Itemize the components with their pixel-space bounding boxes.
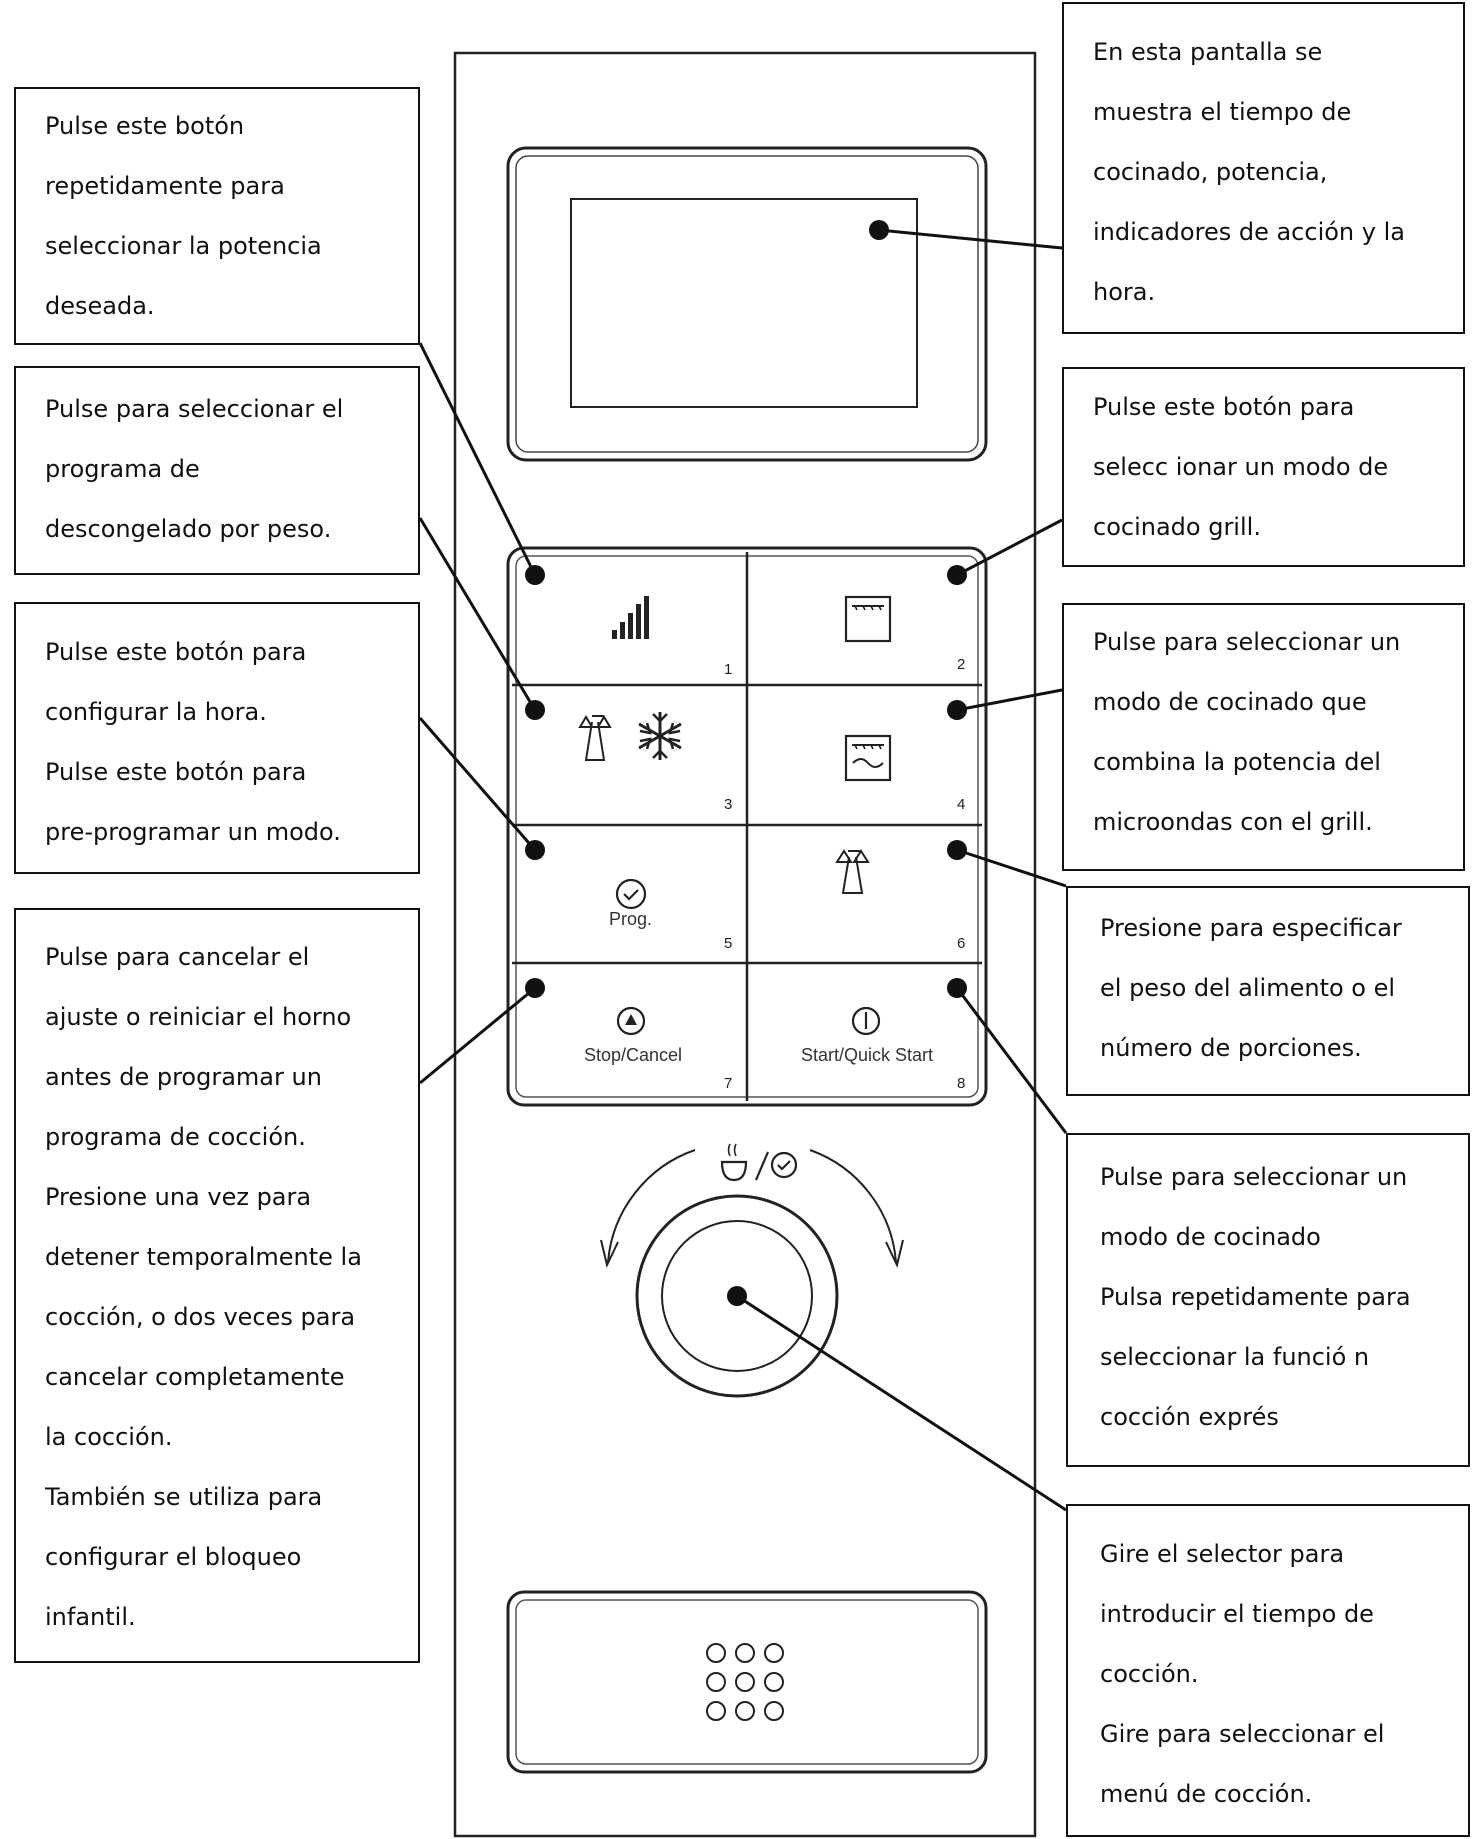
start-quick-start-label: Start/Quick Start bbox=[801, 1045, 934, 1065]
stop-cancel-label: Stop/Cancel bbox=[584, 1045, 683, 1065]
callout-line: cancelar completamente bbox=[45, 1363, 345, 1391]
clock-icon bbox=[615, 878, 647, 910]
callout-line: Pulse para seleccionar el bbox=[45, 395, 344, 423]
callout-line: Pulsa repetidamente para bbox=[1100, 1283, 1411, 1311]
callout-start: Pulse para seleccionar un modo de cocinad… bbox=[1066, 1133, 1470, 1467]
callout-line: Presione una vez para bbox=[45, 1183, 312, 1211]
callout-line: seleccionar la potencia bbox=[45, 232, 322, 260]
callout-line: combina la potencia del bbox=[1093, 748, 1381, 776]
callout-line: modo de cocinado bbox=[1100, 1223, 1321, 1251]
start-quick-start-button[interactable] bbox=[747, 963, 978, 1097]
food-clock-icon bbox=[720, 1143, 798, 1182]
weight-button[interactable] bbox=[747, 825, 978, 963]
callout-line: cocción. bbox=[1100, 1660, 1199, 1688]
combi-icon bbox=[844, 734, 892, 782]
door-release-button[interactable] bbox=[508, 1592, 986, 1772]
callout-line: introducir el tiempo de bbox=[1100, 1600, 1374, 1628]
callout-line: Pulse para cancelar el bbox=[45, 943, 310, 971]
weight-icon bbox=[835, 849, 870, 894]
callout-display: En esta pantalla se muestra el tiempo de c… bbox=[1062, 2, 1465, 334]
door-release-frame bbox=[506, 1590, 988, 1774]
callout-line: hora. bbox=[1093, 278, 1156, 306]
callout-line: cocinado grill. bbox=[1093, 513, 1261, 541]
callout-line: Pulse este botón para bbox=[1093, 393, 1355, 421]
callout-stop-cancel: Pulse para cancelar el ajuste o reiniciar… bbox=[14, 908, 420, 1663]
button-grid-frame bbox=[506, 546, 988, 1107]
callout-weight: Presione para especificar el peso del ali… bbox=[1066, 886, 1470, 1096]
callout-line: cocción exprés bbox=[1100, 1403, 1279, 1431]
callout-clock: Pulse este botón para configurar la hora.… bbox=[14, 602, 420, 874]
start-icon bbox=[851, 1006, 881, 1036]
callout-line: configurar la hora. bbox=[45, 698, 267, 726]
callout-weight-defrost: Pulse para seleccionar el programa de desc… bbox=[14, 366, 420, 575]
leader-dots bbox=[525, 220, 967, 1306]
grill-icon bbox=[844, 595, 892, 643]
weight-defrost-button[interactable] bbox=[516, 685, 747, 825]
callout-line: descongelado por peso. bbox=[45, 515, 332, 543]
callout-line: Pulse este botón para bbox=[45, 758, 307, 786]
prog-label: Prog. bbox=[609, 909, 653, 929]
display-frame bbox=[506, 146, 988, 462]
callout-line: deseada. bbox=[45, 292, 155, 320]
combi-button[interactable] bbox=[747, 685, 978, 825]
weight-defrost-icon bbox=[578, 712, 682, 761]
leader-lines bbox=[418, 228, 1068, 1512]
callout-line: También se utiliza para bbox=[45, 1483, 323, 1511]
button-3-number: 3 bbox=[724, 796, 733, 813]
callout-line: la cocción. bbox=[45, 1423, 173, 1451]
callout-grill: Pulse este botón para selecc ionar un mod… bbox=[1062, 367, 1465, 567]
power-level-button[interactable] bbox=[516, 556, 747, 685]
callout-line: repetidamente para bbox=[45, 172, 285, 200]
callout-line: seleccionar la funció n bbox=[1100, 1343, 1370, 1371]
button-4-number: 4 bbox=[957, 796, 966, 813]
display-screen bbox=[570, 198, 918, 408]
panel-outline bbox=[453, 51, 1037, 1838]
callout-line: el peso del alimento o el bbox=[1100, 974, 1396, 1002]
callout-line: Pulse para seleccionar un bbox=[1100, 1163, 1408, 1191]
dial-knob bbox=[600, 1149, 904, 1398]
callout-line: Pulse este botón para bbox=[45, 638, 307, 666]
callout-line: infantil. bbox=[45, 1603, 136, 1631]
button-5-number: 5 bbox=[724, 935, 733, 952]
callout-line: microondas con el grill. bbox=[1093, 808, 1373, 836]
clock-prog-button[interactable] bbox=[516, 825, 747, 963]
power-level-icon bbox=[612, 596, 649, 639]
stop-cancel-button[interactable] bbox=[516, 963, 747, 1097]
callout-line: configurar el bloqueo bbox=[45, 1543, 302, 1571]
keypad-dots-icon bbox=[706, 1643, 784, 1721]
callout-line: número de porciones. bbox=[1100, 1034, 1362, 1062]
stop-icon bbox=[616, 1006, 646, 1036]
callout-combi: Pulse para seleccionar un modo de cocinad… bbox=[1062, 603, 1465, 871]
callout-line: cocinado, potencia, bbox=[1093, 158, 1328, 186]
button-8-number: 8 bbox=[957, 1075, 966, 1092]
callout-line: ajuste o reiniciar el horno bbox=[45, 1003, 352, 1031]
callout-line: indicadores de acción y la bbox=[1093, 218, 1405, 246]
callout-line: selecc ionar un modo de bbox=[1093, 453, 1389, 481]
callout-line: antes de programar un bbox=[45, 1063, 322, 1091]
callout-line: detener temporalmente la bbox=[45, 1243, 362, 1271]
callout-line: modo de cocinado que bbox=[1093, 688, 1367, 716]
button-1-number: 1 bbox=[724, 661, 733, 678]
callout-dial: Gire el selector para introducir el tiemp… bbox=[1066, 1504, 1470, 1837]
callout-line: muestra el tiempo de bbox=[1093, 98, 1352, 126]
callout-line: Pulse para seleccionar un bbox=[1093, 628, 1401, 656]
callout-line: programa de cocción. bbox=[45, 1123, 306, 1151]
callout-power-level: Pulse este botón repetidamente para selecc… bbox=[14, 87, 420, 345]
callout-line: Presione para especificar bbox=[1100, 914, 1402, 942]
callout-line: En esta pantalla se bbox=[1093, 38, 1323, 66]
callout-line: Gire el selector para bbox=[1100, 1540, 1345, 1568]
callout-line: Pulse este botón bbox=[45, 112, 245, 140]
callout-line: cocción, o dos veces para bbox=[45, 1303, 356, 1331]
callout-line: programa de bbox=[45, 455, 200, 483]
dial-selector[interactable] bbox=[637, 1196, 837, 1396]
button-7-number: 7 bbox=[724, 1075, 733, 1092]
grill-button[interactable] bbox=[747, 556, 978, 685]
callout-line: Gire para seleccionar el bbox=[1100, 1720, 1385, 1748]
button-2-number: 2 bbox=[957, 656, 966, 673]
button-6-number: 6 bbox=[957, 935, 966, 952]
callout-line: pre-programar un modo. bbox=[45, 818, 341, 846]
callout-line: menú de cocción. bbox=[1100, 1780, 1313, 1808]
